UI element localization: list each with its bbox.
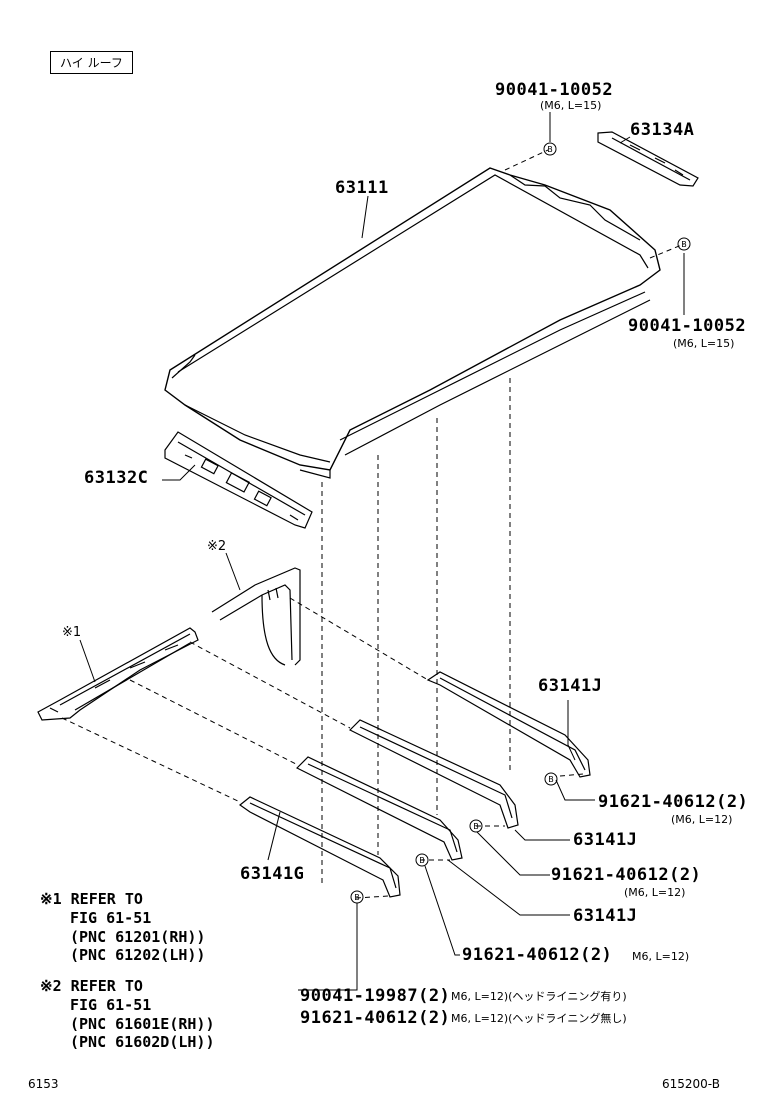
- part-63134a: 63134A: [630, 120, 695, 140]
- part-90041-top: 90041-10052: [495, 80, 614, 100]
- part-91621-b: 91621-40612(2): [551, 865, 702, 885]
- part-90041-bottom-spec: M6, L=12)(ヘッドライニング有り): [451, 990, 627, 1003]
- part-91621-c: 91621-40612(2): [462, 945, 613, 965]
- part-91621-a: 91621-40612(2): [598, 792, 749, 812]
- note-1-line-3: (PNC 61201(RH)): [70, 927, 206, 946]
- bolt-marker-labels: B B B B B B: [354, 145, 687, 902]
- part-90041-bottom: 90041-19987(2): [300, 986, 451, 1006]
- part-90041-right: 90041-10052: [628, 316, 747, 336]
- part-91621-bottom-spec: M6, L=12)(ヘッドライニング無し): [451, 1012, 627, 1025]
- part-91621-b-spec: (M6, L=12): [624, 886, 686, 899]
- roof-panel: [164, 167, 661, 479]
- note-1-line-4: (PNC 61202(LH)): [70, 946, 206, 965]
- part-91621-bottom: 91621-40612(2): [300, 1008, 451, 1028]
- note-2-line-3: (PNC 61601E(RH)): [70, 1014, 215, 1033]
- note-ref-2: ※2 REFER TO FIG 61-51 (PNC 61601E(RH)) (…: [40, 977, 215, 1052]
- part-63141j-a: 63141J: [538, 676, 603, 696]
- ref-mark-2: ※2: [207, 539, 227, 554]
- note-ref-1: ※1 REFER TO FIG 61-51 (PNC 61201(RH)) (P…: [40, 890, 205, 965]
- bow-63141j-a: [426, 671, 591, 778]
- bow-63141j-b: [348, 719, 519, 829]
- rail-63134a: [597, 131, 699, 187]
- part-63141j-b: 63141J: [573, 830, 638, 850]
- alignment-lines: [61, 149, 685, 899]
- bolt-marker-4: B: [473, 822, 479, 831]
- bolt-marker-2: B: [681, 240, 687, 249]
- bolt-marker-1: B: [547, 145, 553, 154]
- note-2-line-1: ※2 REFER TO: [40, 977, 143, 995]
- bolt-markers: [350, 142, 691, 904]
- variant-tag: ハイ ルーフ: [50, 51, 133, 74]
- part-91621-a-spec: (M6, L=12): [671, 813, 733, 826]
- part-91621-c-spec: M6, L=12): [632, 950, 690, 963]
- note-2-line-4: (PNC 61602D(LH)): [70, 1033, 215, 1052]
- bolt-marker-6: B: [354, 893, 360, 902]
- pillar-fragment: [211, 567, 301, 666]
- bolt-marker-5: B: [419, 856, 425, 865]
- rail-63132c: [164, 431, 313, 529]
- bolt-marker-3: B: [548, 775, 554, 784]
- part-63132c: 63132C: [84, 468, 149, 488]
- bow-63141j-c: [295, 756, 463, 861]
- crossmember-fragment: [37, 627, 199, 721]
- ref-mark-1: ※1: [62, 625, 82, 640]
- note-1-line-2: FIG 61-51: [70, 908, 152, 927]
- part-63141g: 63141G: [240, 864, 305, 884]
- part-90041-right-spec: (M6, L=15): [673, 337, 735, 350]
- footer-left: 6153: [28, 1077, 59, 1091]
- leader-lines: [79, 112, 685, 991]
- footer-right: 615200-B: [662, 1077, 720, 1091]
- part-63111: 63111: [335, 178, 389, 198]
- part-63141j-c: 63141J: [573, 906, 638, 926]
- note-2-line-2: FIG 61-51: [70, 995, 152, 1014]
- bow-63141g: [238, 796, 401, 898]
- part-90041-top-spec: (M6, L=15): [540, 99, 602, 112]
- note-1-line-1: ※1 REFER TO: [40, 890, 143, 908]
